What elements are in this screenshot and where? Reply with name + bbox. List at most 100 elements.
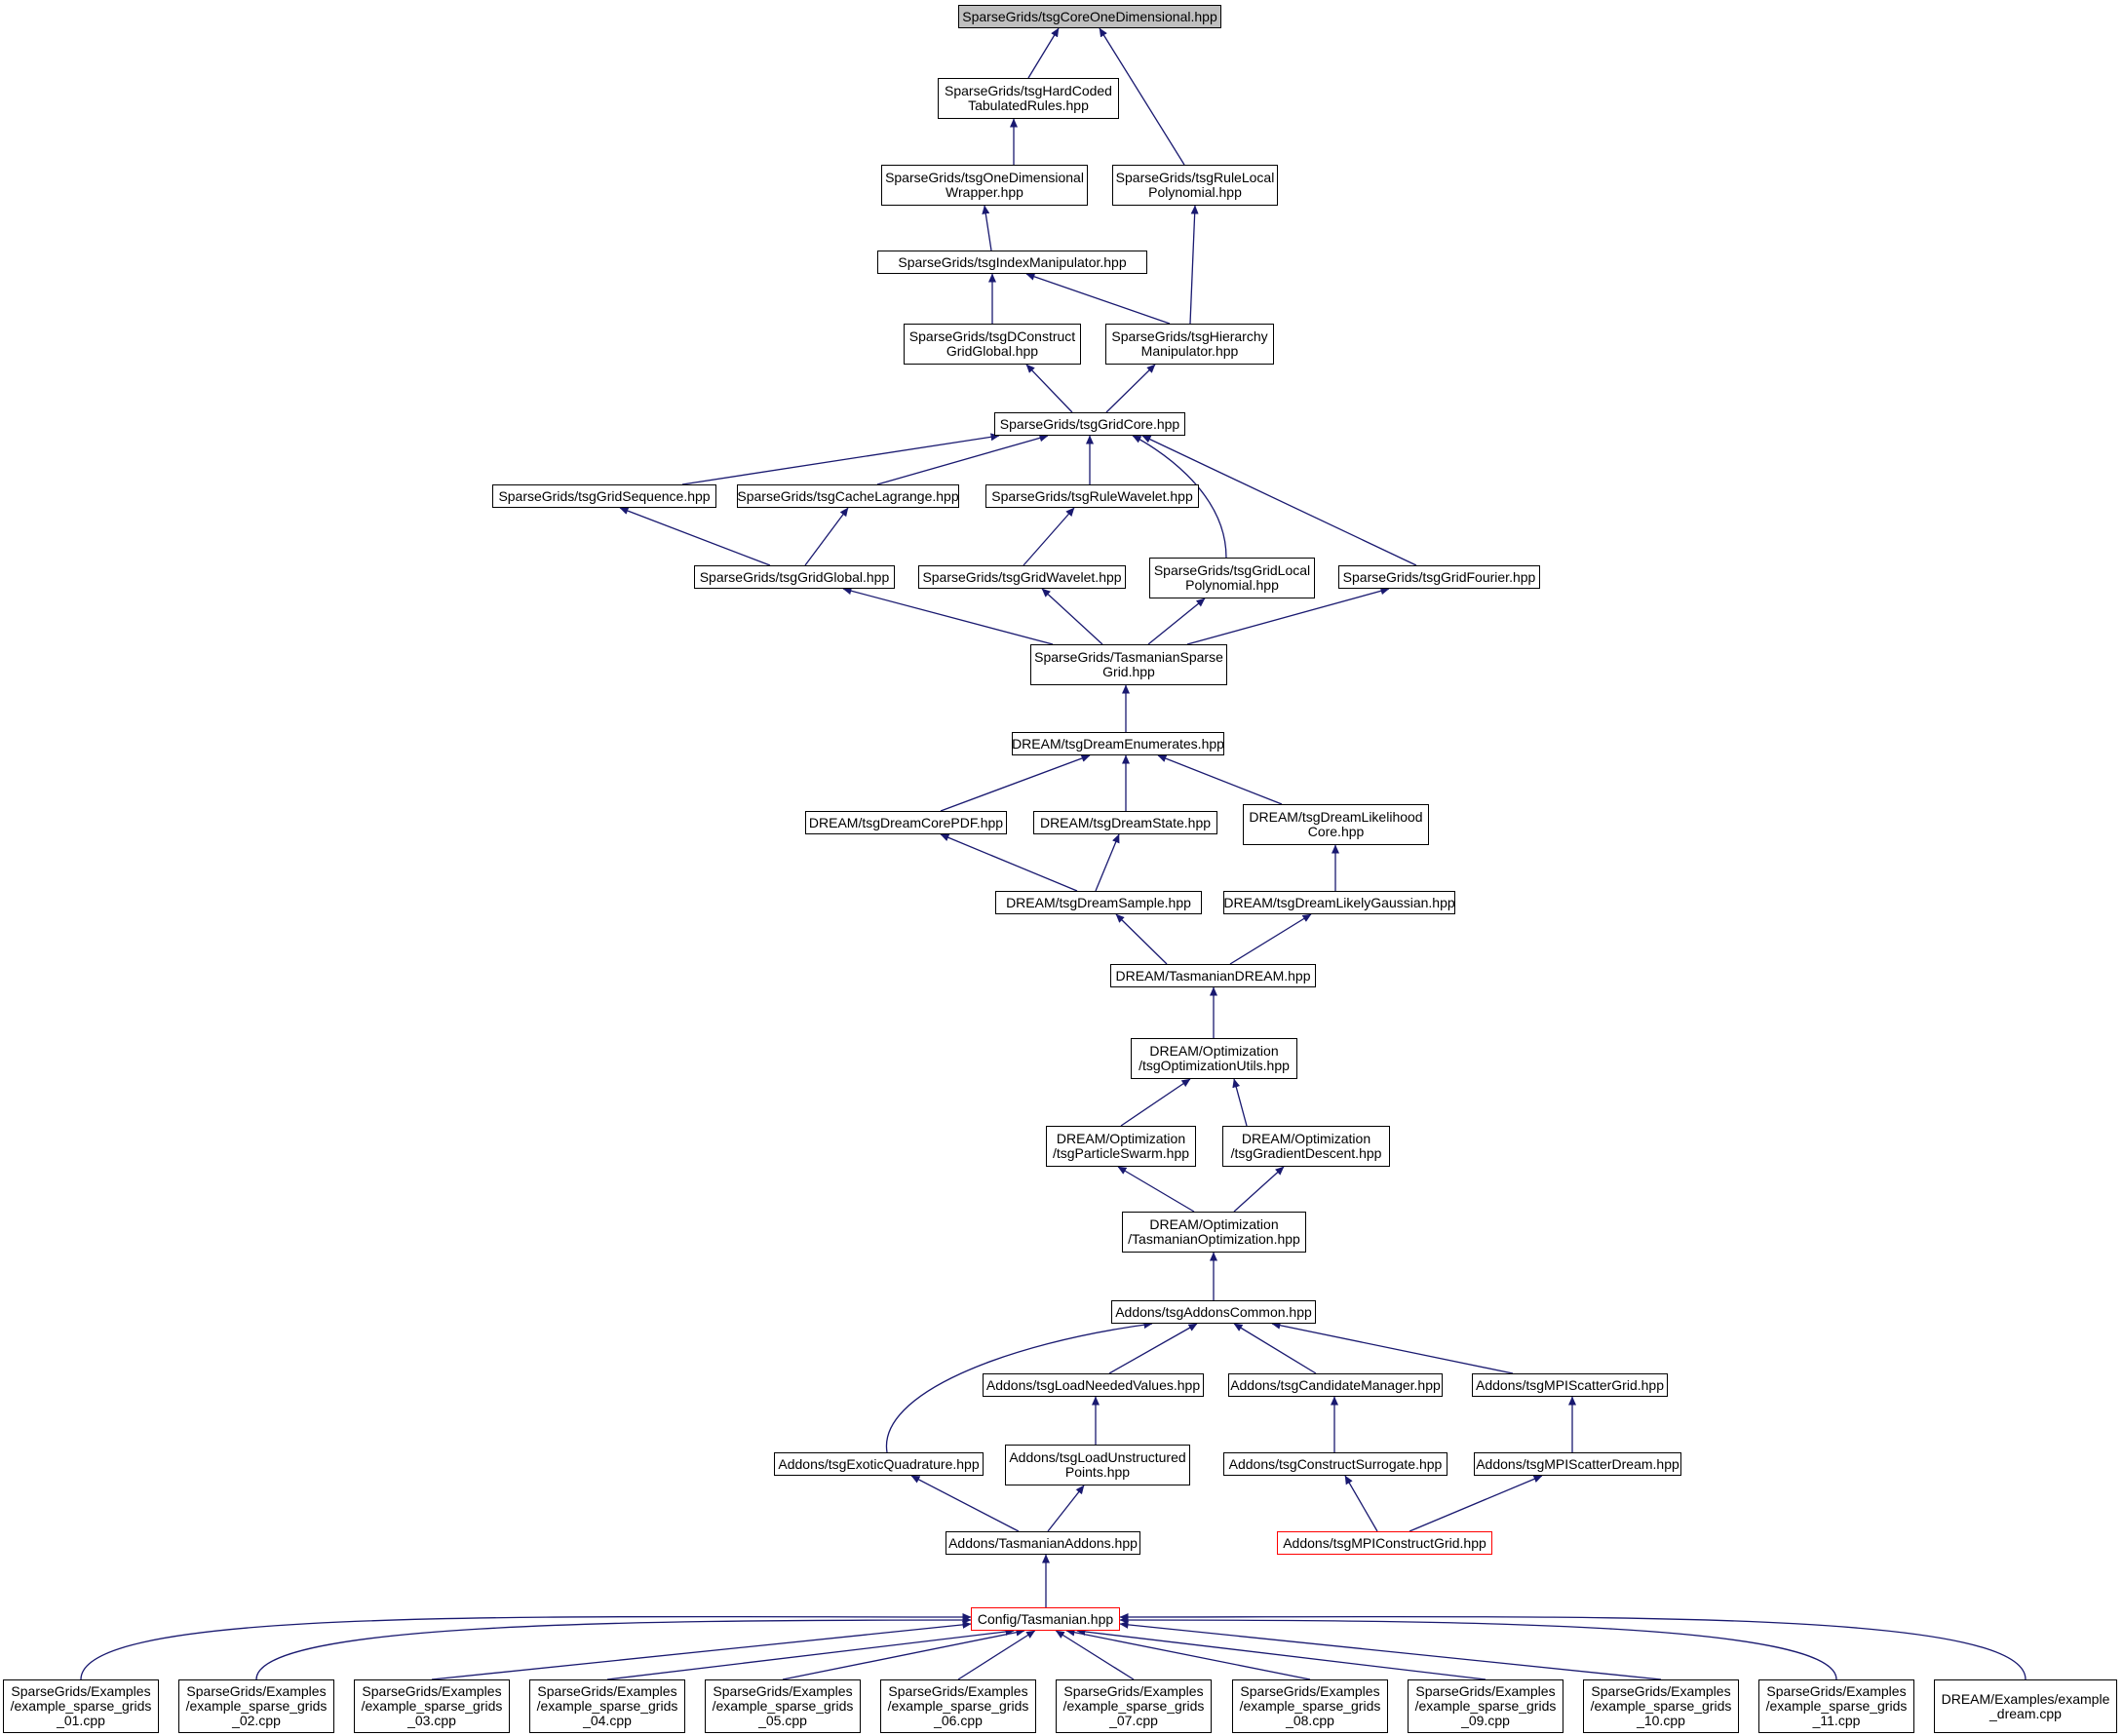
graph-node-n8[interactable]: SparseGrids/tsgGridSequence.hpp [492, 484, 716, 508]
edge-n31-to-n27 [885, 1321, 1153, 1453]
edge-n35-to-n32 [1047, 1485, 1085, 1532]
graph-node-n10[interactable]: SparseGrids/tsgRuleWavelet.hpp [985, 484, 1199, 508]
edge-n6-to-n4 [1025, 273, 1171, 325]
graph-node-n32[interactable]: Addons/tsgLoadUnstructured Points.hpp [1005, 1445, 1190, 1485]
graph-node-n43[interactable]: SparseGrids/Examples /example_sparse_gri… [880, 1679, 1036, 1733]
edge-n4-to-n2 [982, 205, 992, 251]
graph-node-n27[interactable]: Addons/tsgAddonsCommon.hpp [1111, 1300, 1316, 1324]
graph-node-n49[interactable]: DREAM/Examples/example _dream.cpp [1934, 1679, 2117, 1733]
graph-node-n11[interactable]: SparseGrids/tsgGridGlobal.hpp [694, 565, 895, 589]
graph-node-n23[interactable]: DREAM/Optimization /tsgOptimizationUtils… [1131, 1038, 1297, 1079]
graph-node-n16[interactable]: DREAM/tsgDreamEnumerates.hpp [1012, 732, 1224, 755]
graph-node-n17[interactable]: DREAM/tsgDreamCorePDF.hpp [805, 811, 1007, 834]
edge-n44-to-n37 [1055, 1630, 1135, 1680]
graph-node-n44[interactable]: SparseGrids/Examples /example_sparse_gri… [1056, 1679, 1212, 1733]
edge-n7-to-n6 [1105, 364, 1156, 413]
edge-n15-to-n12 [1041, 588, 1103, 645]
graph-node-n21[interactable]: DREAM/tsgDreamLikelyGaussian.hpp [1223, 891, 1455, 914]
graph-node-n20[interactable]: DREAM/tsgDreamSample.hpp [995, 891, 1202, 914]
edge-n40-to-n37 [431, 1620, 972, 1680]
edge-n47-to-n37 [1119, 1620, 1662, 1680]
graph-node-n9[interactable]: SparseGrids/tsgCacheLagrange.hpp [737, 484, 959, 508]
edge-n13-to-n7 [1132, 435, 1227, 559]
graph-node-n31[interactable]: Addons/tsgExoticQuadrature.hpp [774, 1452, 984, 1476]
graph-node-n35[interactable]: Addons/TasmanianAddons.hpp [946, 1531, 1140, 1555]
edge-n43-to-n37 [957, 1630, 1036, 1680]
graph-node-n3[interactable]: SparseGrids/tsgRuleLocal Polynomial.hpp [1112, 165, 1278, 206]
edge-n19-to-n16 [1157, 754, 1283, 805]
edge-n25-to-n23 [1232, 1078, 1248, 1127]
graph-node-n19[interactable]: DREAM/tsgDreamLikelihood Core.hpp [1243, 804, 1429, 845]
graph-node-n2[interactable]: SparseGrids/tsgOneDimensional Wrapper.hp… [881, 165, 1088, 206]
graph-node-n13[interactable]: SparseGrids/tsgGridLocal Polynomial.hpp [1149, 558, 1315, 598]
edge-n41-to-n37 [606, 1628, 1015, 1680]
edge-n42-to-n37 [782, 1628, 1025, 1680]
edge-n9-to-n7 [876, 434, 1049, 485]
edge-layer [80, 27, 2026, 1680]
edge-n46-to-n37 [1076, 1628, 1486, 1680]
edge-n36-to-n33 [1344, 1475, 1378, 1532]
graph-node-n18[interactable]: DREAM/tsgDreamState.hpp [1033, 811, 1217, 834]
graph-node-n41[interactable]: SparseGrids/Examples /example_sparse_gri… [529, 1679, 685, 1733]
graph-node-n42[interactable]: SparseGrids/Examples /example_sparse_gri… [705, 1679, 861, 1733]
edge-n48-to-n37 [1119, 1616, 1837, 1680]
edge-n11-to-n9 [804, 507, 849, 566]
graph-node-n40[interactable]: SparseGrids/Examples /example_sparse_gri… [354, 1679, 510, 1733]
edge-n30-to-n27 [1271, 1321, 1514, 1374]
edge-n7-to-n5 [1025, 364, 1073, 413]
edge-n17-to-n16 [940, 754, 1091, 812]
graph-node-n14[interactable]: SparseGrids/tsgGridFourier.hpp [1338, 565, 1540, 589]
edge-n28-to-n27 [1108, 1323, 1198, 1374]
graph-node-n26[interactable]: DREAM/Optimization /TasmanianOptimizatio… [1122, 1212, 1306, 1253]
edge-n15-to-n13 [1147, 598, 1206, 645]
edge-n8-to-n7 [681, 433, 1000, 485]
edge-n49-to-n37 [1119, 1612, 2026, 1680]
graph-node-n25[interactable]: DREAM/Optimization /tsgGradientDescent.h… [1222, 1126, 1390, 1167]
edge-n6-to-n3 [1189, 205, 1199, 325]
graph-node-n12[interactable]: SparseGrids/tsgGridWavelet.hpp [918, 565, 1126, 589]
graph-node-n38[interactable]: SparseGrids/Examples /example_sparse_gri… [3, 1679, 159, 1733]
edge-n24-to-n23 [1120, 1078, 1191, 1127]
graph-node-n33[interactable]: Addons/tsgConstructSurrogate.hpp [1223, 1452, 1448, 1476]
edge-n11-to-n8 [619, 507, 771, 566]
graph-node-n4[interactable]: SparseGrids/tsgIndexManipulator.hpp [877, 251, 1147, 274]
edge-n12-to-n10 [1023, 507, 1075, 566]
graph-node-n28[interactable]: Addons/tsgLoadNeededValues.hpp [983, 1373, 1204, 1397]
graph-node-n7[interactable]: SparseGrids/tsgGridCore.hpp [994, 412, 1185, 436]
graph-node-n36[interactable]: Addons/tsgMPIConstructGrid.hpp [1277, 1531, 1492, 1555]
graph-node-n0[interactable]: SparseGrids/tsgCoreOneDimensional.hpp [958, 5, 1221, 28]
edge-n26-to-n24 [1117, 1166, 1195, 1213]
edge-n20-to-n17 [940, 833, 1078, 892]
edge-n22-to-n20 [1115, 913, 1168, 965]
edge-n20-to-n18 [1095, 833, 1120, 892]
edge-n35-to-n31 [910, 1475, 1020, 1532]
graph-node-n22[interactable]: DREAM/TasmanianDREAM.hpp [1110, 964, 1316, 987]
edge-n36-to-n34 [1409, 1475, 1543, 1532]
graph-node-n15[interactable]: SparseGrids/TasmanianSparse Grid.hpp [1030, 644, 1227, 685]
graph-node-n6[interactable]: SparseGrids/tsgHierarchy Manipulator.hpp [1105, 324, 1274, 365]
graph-node-n48[interactable]: SparseGrids/Examples /example_sparse_gri… [1758, 1679, 1914, 1733]
edge-n14-to-n7 [1141, 435, 1417, 566]
graph-node-n5[interactable]: SparseGrids/tsgDConstruct GridGlobal.hpp [904, 324, 1081, 365]
graph-node-n45[interactable]: SparseGrids/Examples /example_sparse_gri… [1232, 1679, 1388, 1733]
edge-n22-to-n21 [1229, 913, 1312, 965]
graph-node-n29[interactable]: Addons/tsgCandidateManager.hpp [1228, 1373, 1443, 1397]
graph-node-n39[interactable]: SparseGrids/Examples /example_sparse_gri… [178, 1679, 334, 1733]
edge-n15-to-n11 [842, 587, 1054, 645]
edge-n26-to-n25 [1233, 1166, 1285, 1213]
graph-node-n47[interactable]: SparseGrids/Examples /example_sparse_gri… [1583, 1679, 1739, 1733]
graph-node-n1[interactable]: SparseGrids/tsgHardCoded TabulatedRules.… [938, 78, 1119, 119]
edge-n38-to-n37 [80, 1612, 972, 1680]
edge-n39-to-n37 [255, 1616, 972, 1680]
graph-node-n24[interactable]: DREAM/Optimization /tsgParticleSwarm.hpp [1046, 1126, 1196, 1167]
edge-n45-to-n37 [1065, 1628, 1311, 1680]
graph-node-n34[interactable]: Addons/tsgMPIScatterDream.hpp [1474, 1452, 1681, 1476]
graph-node-n46[interactable]: SparseGrids/Examples /example_sparse_gri… [1408, 1679, 1563, 1733]
edge-n1-to-n0 [1027, 27, 1060, 79]
edge-n15-to-n14 [1186, 587, 1390, 645]
graph-node-n30[interactable]: Addons/tsgMPIScatterGrid.hpp [1472, 1373, 1668, 1397]
edge-n3-to-n0 [1099, 27, 1185, 166]
graph-node-n37[interactable]: Config/Tasmanian.hpp [971, 1607, 1120, 1631]
edge-n29-to-n27 [1233, 1323, 1317, 1374]
